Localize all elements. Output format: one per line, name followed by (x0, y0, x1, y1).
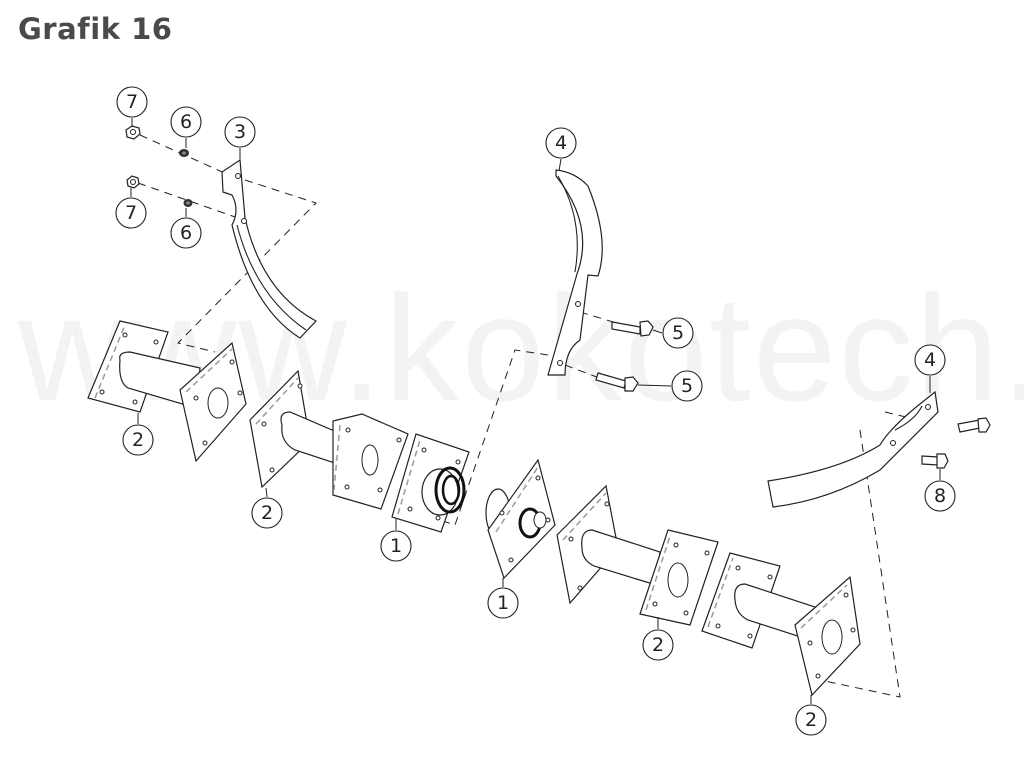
washer-6-bottom (183, 199, 193, 207)
bolt-right-upper (957, 417, 991, 433)
callout-5-lower: 5 (671, 370, 703, 402)
tine-part-4-right (767, 390, 939, 508)
callout-3: 3 (224, 116, 256, 148)
callout-2-c: 2 (642, 629, 674, 661)
callout-1-a: 1 (380, 530, 412, 562)
svg-text:6: 6 (180, 111, 192, 133)
nut-7-bottom (126, 175, 140, 189)
callout-6-bottom: 6 (170, 217, 202, 249)
tube-assembly-2b (249, 369, 409, 510)
callout-2-d: 2 (795, 704, 827, 736)
callout-2-a: 2 (122, 424, 154, 456)
callout-7-top: 7 (116, 86, 148, 118)
callout-2-b: 2 (251, 497, 283, 529)
bearing-flange-1a (391, 433, 470, 533)
svg-text:4: 4 (555, 132, 567, 154)
bolt-8 (921, 453, 949, 469)
bearing-flange-1b (485, 458, 556, 580)
tine-part-3 (221, 158, 317, 339)
svg-text:6: 6 (180, 222, 192, 244)
svg-text:8: 8 (934, 485, 946, 507)
tine-part-4-center (547, 169, 603, 376)
callout-7-bottom: 7 (115, 197, 147, 229)
tube-assembly-2a (87, 320, 247, 463)
svg-text:4: 4 (924, 349, 936, 371)
svg-text:5: 5 (681, 375, 693, 397)
svg-text:7: 7 (125, 202, 137, 224)
nut-7-top (125, 125, 141, 140)
svg-text:2: 2 (132, 429, 144, 451)
tube-assembly-2c (556, 484, 719, 626)
svg-text:3: 3 (234, 121, 246, 143)
tube-assembly-2d (701, 552, 861, 697)
svg-text:7: 7 (126, 91, 138, 113)
svg-text:5: 5 (672, 322, 684, 344)
svg-text:1: 1 (497, 592, 509, 614)
callout-4-center: 4 (545, 127, 577, 159)
page-title: Grafik 16 (18, 12, 173, 46)
svg-text:2: 2 (805, 709, 817, 731)
svg-text:1: 1 (390, 535, 402, 557)
callout-8: 8 (924, 480, 956, 512)
callout-6-top: 6 (170, 106, 202, 138)
washer-6-top (179, 149, 189, 157)
callout-1-b: 1 (487, 587, 519, 619)
bolt-5-lower (595, 372, 639, 392)
callout-leaders (130, 118, 941, 704)
svg-text:2: 2 (261, 502, 273, 524)
callout-4-right: 4 (914, 344, 946, 376)
bolt-5-upper (611, 320, 654, 337)
svg-text:2: 2 (652, 634, 664, 656)
callout-5-upper: 5 (662, 317, 694, 349)
